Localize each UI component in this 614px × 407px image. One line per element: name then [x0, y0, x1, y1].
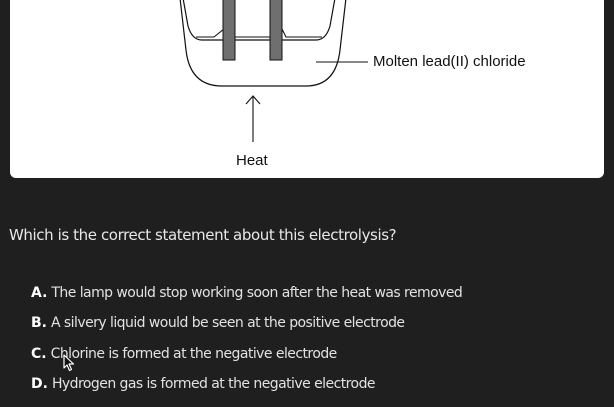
- right-electrode: [269, 0, 283, 61]
- mouse-pointer-icon: [63, 354, 75, 372]
- option-letter: C.: [31, 345, 47, 362]
- crucible-inner: [182, 0, 336, 41]
- answer-options: A.The lamp would stop working soon after…: [31, 283, 463, 404]
- option-d[interactable]: D.Hydrogen gas is formed at the negative…: [31, 374, 462, 404]
- option-text: The lamp would stop working soon after t…: [51, 285, 463, 301]
- heat-arrow-head: [245, 95, 261, 105]
- option-c[interactable]: C.Chlorine is formed at the negative ele…: [31, 344, 462, 374]
- diagram-drawing: [179, 0, 368, 142]
- molten-surface: [196, 28, 322, 38]
- question-text: Which is the correct statement about thi…: [9, 226, 397, 244]
- left-electrode: [222, 0, 236, 61]
- option-a[interactable]: A.The lamp would stop working soon after…: [31, 283, 463, 313]
- option-letter: B.: [31, 315, 47, 332]
- option-text: Chlorine is formed at the negative elect…: [50, 345, 338, 362]
- option-text: A silvery liquid would be seen at the po…: [51, 315, 405, 332]
- option-letter: D.: [31, 375, 48, 392]
- option-text: Hydrogen gas is formed at the negative e…: [51, 375, 376, 392]
- crucible-outer: [179, 0, 347, 87]
- option-letter: A.: [31, 285, 48, 301]
- heat-label: Heat: [236, 152, 268, 169]
- option-b[interactable]: B.A silvery liquid would be seen at the …: [31, 313, 462, 343]
- molten-lead-chloride-label: Molten lead(II) chloride: [373, 53, 526, 70]
- electrolysis-diagram: Molten lead(II) chloride Heat: [10, 0, 604, 178]
